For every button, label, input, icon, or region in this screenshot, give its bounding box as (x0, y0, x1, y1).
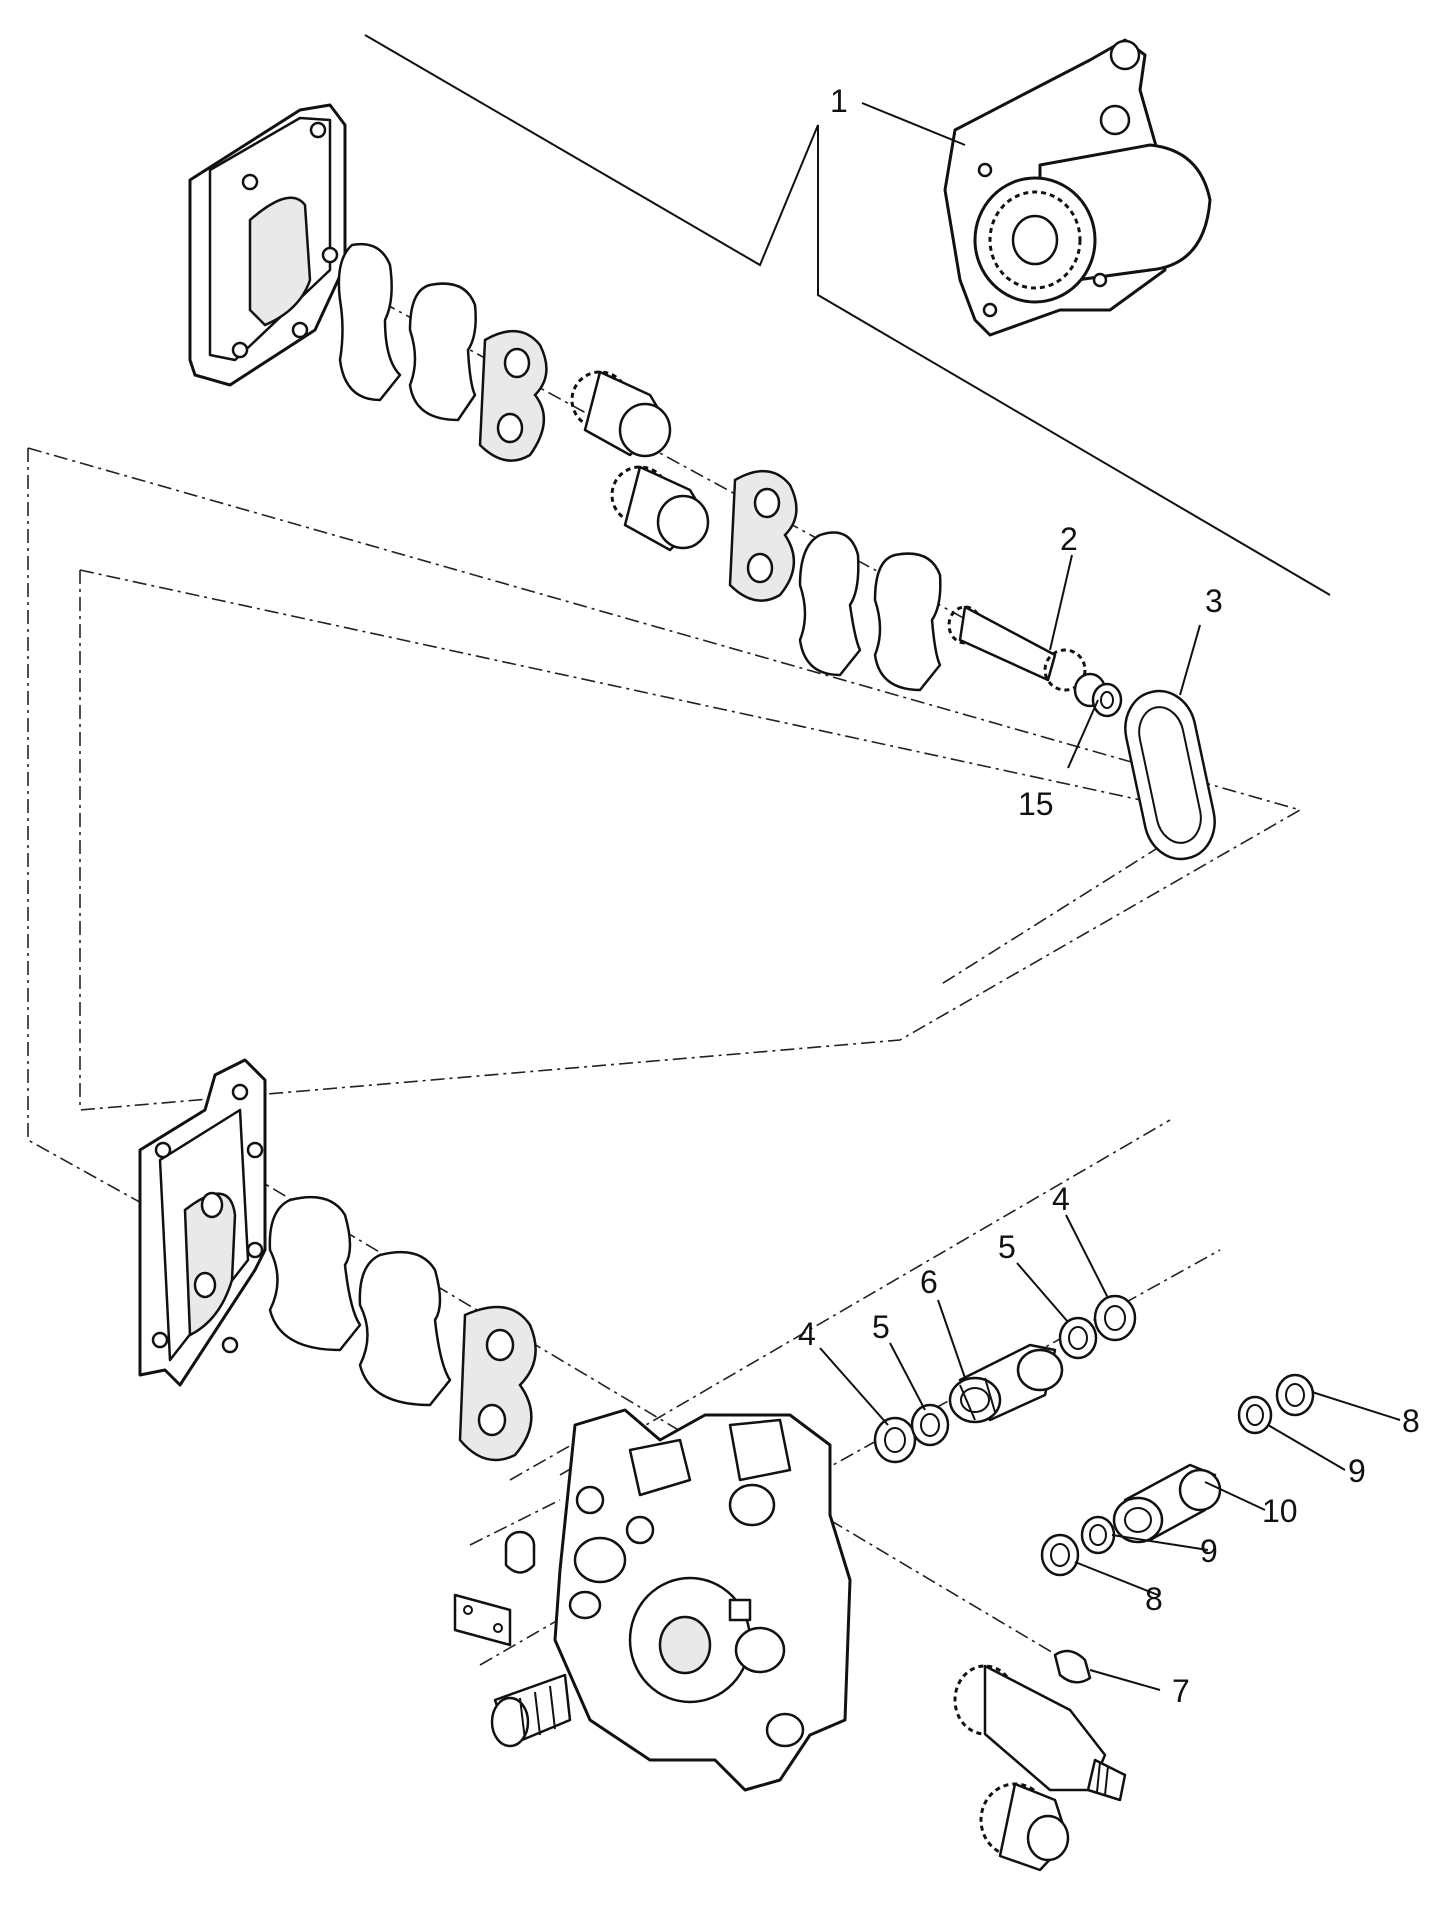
callout-4a: 4 (798, 1316, 816, 1352)
relief-valve-piston (948, 1343, 1064, 1424)
oil-pump-assembly (943, 38, 1212, 337)
plug (504, 1530, 536, 1574)
washer-5b (1058, 1316, 1098, 1360)
washer-8a (1275, 1373, 1315, 1417)
callout-5a: 5 (872, 1309, 890, 1345)
upper-gasket-c (798, 531, 862, 677)
callout-9a: 9 (1348, 1453, 1366, 1489)
callout-7: 7 (1172, 1673, 1190, 1709)
upper-gear-1 (570, 370, 672, 458)
callout-4b: 4 (1052, 1181, 1070, 1217)
callout-1: 1 (830, 83, 848, 119)
woodruff-key (1053, 1649, 1092, 1684)
upper-gasket-b (408, 282, 477, 422)
upper-gasket-a (337, 242, 402, 402)
callout-6: 6 (920, 1264, 938, 1300)
callout-8a: 8 (1402, 1403, 1420, 1439)
callout-labels: 1 2 3 15 4 5 6 5 4 8 9 10 9 8 7 (798, 83, 1420, 1709)
washer-9a (1237, 1395, 1273, 1435)
callout-3: 3 (1205, 583, 1223, 619)
upper-gasket-d (873, 552, 942, 692)
callout-leaders (819, 102, 1401, 1691)
upper-gear-2 (610, 465, 710, 552)
upper-cover-plate (188, 103, 347, 387)
callout-10: 10 (1262, 1493, 1298, 1529)
washer-5a (910, 1403, 950, 1447)
retaining-ring (1091, 682, 1123, 718)
o-ring (1124, 689, 1216, 861)
lower-gasket-a (268, 1195, 362, 1352)
relief-valve-piston-lower (1112, 1463, 1222, 1544)
washer-4b (1093, 1294, 1137, 1342)
callout-9b: 9 (1200, 1533, 1218, 1569)
lower-cover-plate (138, 1058, 267, 1387)
upper-spacer-plate-2 (728, 469, 798, 602)
callout-5b: 5 (998, 1229, 1016, 1265)
upper-spacer-plate (478, 329, 548, 462)
spring (490, 1673, 572, 1748)
drive-shaft (947, 605, 1107, 708)
callout-8b: 8 (1145, 1581, 1163, 1617)
small-gasket-plate (453, 1593, 512, 1647)
washer-9b (1080, 1515, 1116, 1555)
lower-spacer-plate (458, 1305, 537, 1462)
idler-gear (979, 1782, 1070, 1872)
callout-15: 15 (1018, 786, 1054, 822)
lower-gasket-b (358, 1250, 452, 1407)
washer-8b (1040, 1533, 1080, 1577)
drive-gear-shaft (953, 1664, 1127, 1802)
washer-4a (873, 1416, 917, 1464)
pump-housing (553, 1408, 852, 1792)
section-break-line (364, 34, 1331, 596)
callout-2: 2 (1060, 521, 1078, 557)
